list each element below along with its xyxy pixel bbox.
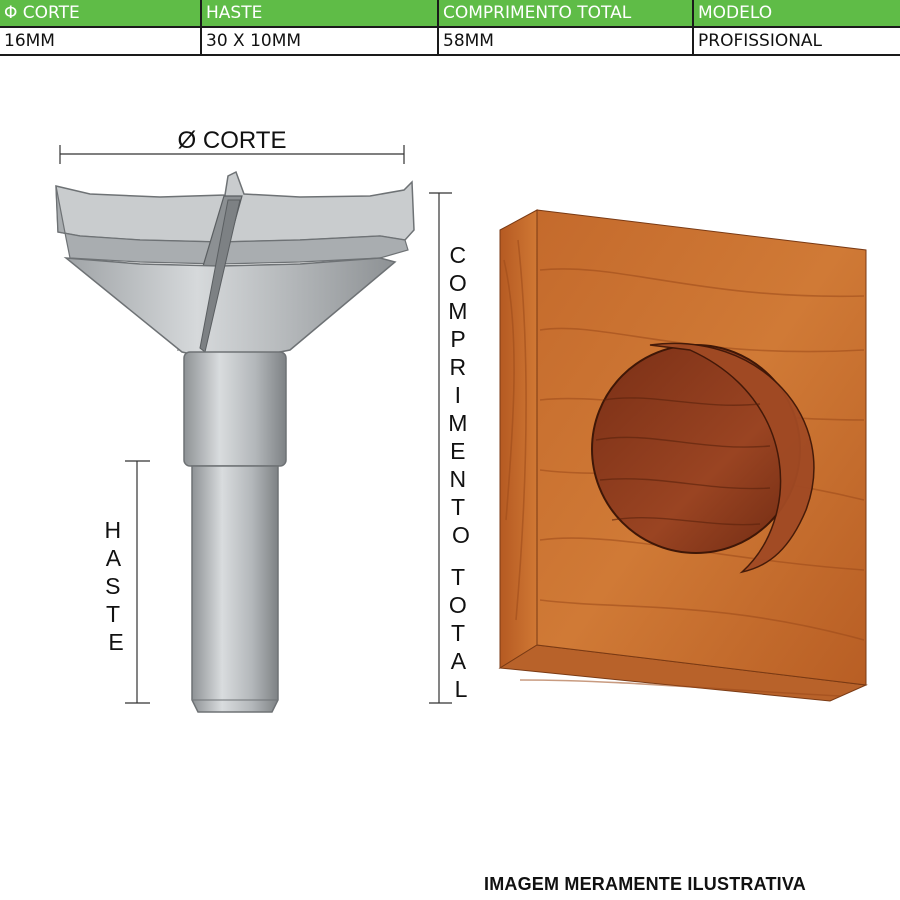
- total-label: T O T A L: [449, 564, 473, 702]
- header-modelo: MODELO: [692, 0, 900, 28]
- value-comprimento-total: 58MM: [437, 26, 694, 56]
- header-corte: Φ CORTE: [0, 0, 202, 28]
- header-haste: HASTE: [200, 0, 439, 28]
- spec-header-row: Φ CORTE HASTE COMPRIMENTO TOTAL MODELO: [0, 0, 900, 28]
- header-comprimento-total: COMPRIMENTO TOTAL: [437, 0, 694, 28]
- value-corte: 16MM: [0, 26, 202, 56]
- value-haste: 30 X 10MM: [200, 26, 439, 56]
- corte-dimension: Ø CORTE: [59, 127, 405, 164]
- haste-label: H A S T E: [104, 517, 127, 655]
- spec-value-row: 16MM 30 X 10MM 58MM PROFISSIONAL: [0, 26, 900, 56]
- haste-dimension: H A S T E: [104, 460, 150, 704]
- value-modelo: PROFISSIONAL: [692, 26, 900, 56]
- caption: IMAGEM MERAMENTE ILUSTRATIVA: [484, 874, 806, 894]
- spec-table: Φ CORTE HASTE COMPRIMENTO TOTAL MODELO 1…: [0, 0, 900, 56]
- corte-label: Ø CORTE: [178, 127, 287, 154]
- comprimento-label: C O M P R I M E N T O: [448, 242, 474, 548]
- comprimento-total-dimension: C O M P R I M E N T O T O T A L: [429, 192, 474, 704]
- drill-bit-illustration: [55, 170, 415, 713]
- wood-block-illustration: [498, 209, 868, 702]
